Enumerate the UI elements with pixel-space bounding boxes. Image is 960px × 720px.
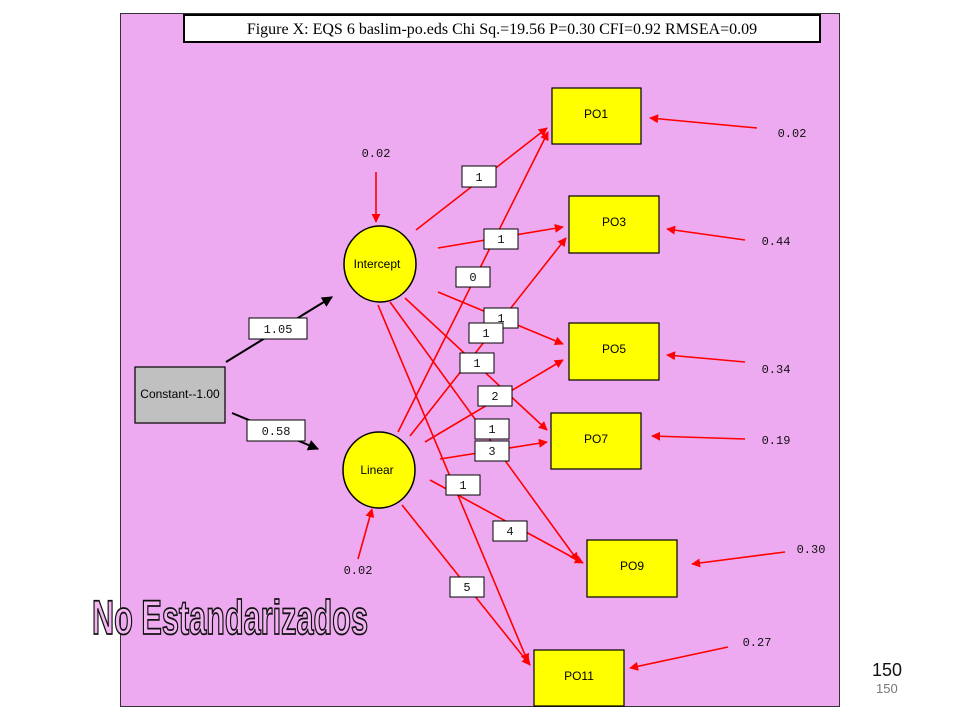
linear-label: Linear [360,463,393,477]
coef-box-linear-po5 [477,385,513,407]
po1-label: PO1 [584,107,608,121]
po7-box [550,412,642,470]
constant-label: Constant--1.00 [140,387,220,401]
coef-constant-linear: 0.58 [262,425,291,439]
error-arrow-po3 [666,225,746,241]
error-po7: 0.19 [762,434,791,448]
constant-box [134,366,226,424]
error-po11: 0.27 [743,636,772,650]
error-arrow-po7 [651,431,746,441]
po1-box [551,87,642,145]
intercept-label: Intercept [354,257,401,271]
coef-linear-po3: 1 [482,327,489,341]
intercept-factor [343,225,417,303]
coef-box-linear-po1 [455,266,491,288]
coef-linear-po1: 0 [469,271,476,285]
error-arrow-po5 [666,351,746,363]
error-po3: 0.44 [762,235,791,249]
coef-box-linear-po7 [474,440,510,462]
coef-box-linear-po3 [468,322,504,344]
coef-intercept-po1: 1 [475,171,482,185]
figure-title: Figure X: EQS 6 baslim-po.eds Chi Sq.=19… [247,21,757,38]
error-po1: 0.02 [778,127,807,141]
error-arrow-po1 [649,114,758,129]
coef-box-intercept-po3 [483,228,519,250]
coef-linear-po7: 3 [488,445,495,459]
error-po9: 0.30 [797,543,826,557]
coef-intercept-po11: 1 [459,479,466,493]
error-po5: 0.34 [762,363,791,377]
coef-box-linear-po11 [449,576,485,598]
coef-intercept-po7: 1 [473,357,480,371]
po5-box [568,322,660,381]
coef-intercept-po3: 1 [497,233,504,247]
po11-box [533,649,625,707]
coef-linear-po9: 4 [506,525,513,539]
coef-box-intercept-po9 [474,418,510,440]
coef-intercept-po5: 1 [497,312,504,326]
po3-box [568,195,660,254]
po7-label: PO7 [584,432,608,446]
error-linear: 0.02 [344,564,373,578]
po3-label: PO3 [602,215,626,229]
po9-box [586,539,678,598]
coef-intercept-po9: 1 [488,423,495,437]
page-number-small: 150 [876,681,898,696]
watermark-text: No Estandarizados [92,592,368,645]
po11-label: PO11 [564,669,594,683]
coef-constant-intercept: 1.05 [264,323,293,337]
po9-label: PO9 [620,559,644,573]
coef-box-constant-intercept [248,317,308,340]
coef-box-intercept-po11 [445,474,481,496]
linear-factor [342,431,416,509]
title-box [183,14,821,43]
coef-box-constant-linear [246,419,306,442]
error-arrow-po9 [691,551,786,568]
po5-label: PO5 [602,342,626,356]
error-arrow-po11 [629,646,729,671]
error-arrow-linear [357,508,375,560]
error-intercept: 0.02 [362,147,391,161]
coef-linear-po5: 2 [491,390,498,404]
coef-box-linear-po9 [492,520,528,542]
page-number: 150 [872,660,903,680]
coef-box-intercept-po7 [459,352,495,374]
coef-linear-po11: 5 [463,581,470,595]
coef-box-intercept-po1 [461,165,497,188]
